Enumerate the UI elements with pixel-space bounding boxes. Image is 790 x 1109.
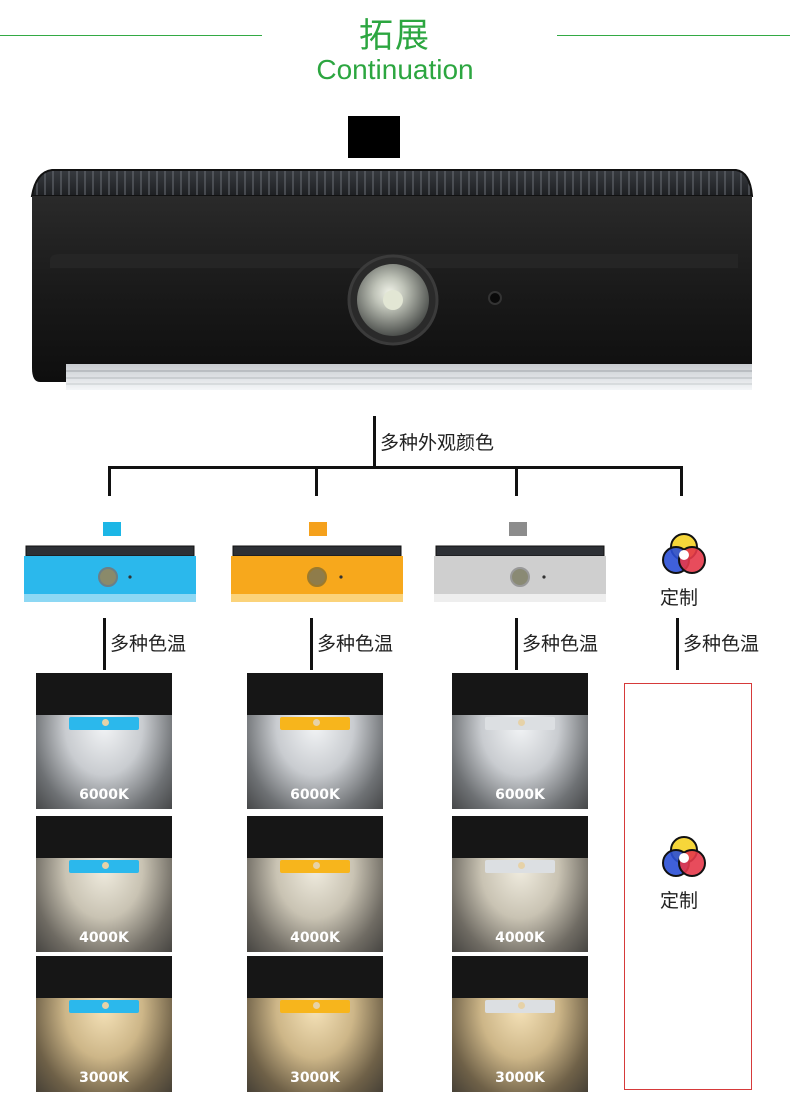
temp-tile-gray-4000k: 4000K	[452, 816, 588, 952]
branch-3	[515, 466, 518, 496]
temp-tile-orange-6000k: 6000K	[247, 673, 383, 809]
color-temp-label-3: 多种色温	[522, 633, 599, 655]
temp-label: 3000K	[495, 1070, 545, 1086]
temp-line-3	[515, 618, 518, 670]
header-line-left	[0, 35, 262, 36]
gray-color-swatch	[509, 522, 527, 536]
temp-tile-blue-3000k: 3000K	[36, 956, 172, 1092]
temp-tile-orange-3000k: 3000K	[247, 956, 383, 1092]
color-temp-label-4: 多种色温	[683, 633, 760, 655]
color-temp-label-1: 多种色温	[110, 633, 187, 655]
section-subtitle: Continuation	[316, 54, 474, 85]
orange-lamp-image	[231, 545, 403, 602]
temp-tile-gray-6000k: 6000K	[452, 673, 588, 809]
temp-label: 4000K	[495, 930, 545, 946]
temp-line-4	[676, 618, 679, 670]
branch-4	[680, 466, 683, 496]
temp-label: 6000K	[290, 787, 340, 803]
section-title: 拓展	[359, 16, 431, 56]
color-temp-label-2: 多种色温	[317, 633, 394, 655]
blue-color-swatch	[103, 522, 121, 536]
tree-branch-bar	[108, 466, 683, 469]
header-line-right	[557, 35, 790, 36]
temp-tile-blue-4000k: 4000K	[36, 816, 172, 952]
custom-temperature-box	[624, 683, 752, 1090]
temp-tile-gray-3000k: 3000K	[452, 956, 588, 1092]
temp-label: 6000K	[495, 787, 545, 803]
branch-1	[108, 466, 111, 496]
gray-lamp-image	[434, 545, 606, 602]
temp-label: 3000K	[290, 1070, 340, 1086]
blue-lamp-image	[24, 545, 196, 602]
rgb-custom-icon	[662, 533, 706, 574]
orange-color-swatch	[309, 522, 327, 536]
tree-trunk	[373, 416, 376, 468]
temp-line-2	[310, 618, 313, 670]
rgb-custom-icon	[662, 836, 706, 877]
appearance-colors-label: 多种外观颜色	[380, 432, 495, 454]
temp-label: 3000K	[79, 1070, 129, 1086]
branch-2	[315, 466, 318, 496]
custom-label: 定制	[660, 587, 699, 609]
temp-label: 6000K	[79, 787, 129, 803]
temp-label: 4000K	[79, 930, 129, 946]
temp-label: 4000K	[290, 930, 340, 946]
temp-tile-orange-4000k: 4000K	[247, 816, 383, 952]
black-color-swatch	[348, 116, 400, 158]
temp-line-1	[103, 618, 106, 670]
temp-tile-blue-6000k: 6000K	[36, 673, 172, 809]
hero-lamp-image	[30, 169, 754, 390]
custom-label: 定制	[660, 890, 699, 912]
